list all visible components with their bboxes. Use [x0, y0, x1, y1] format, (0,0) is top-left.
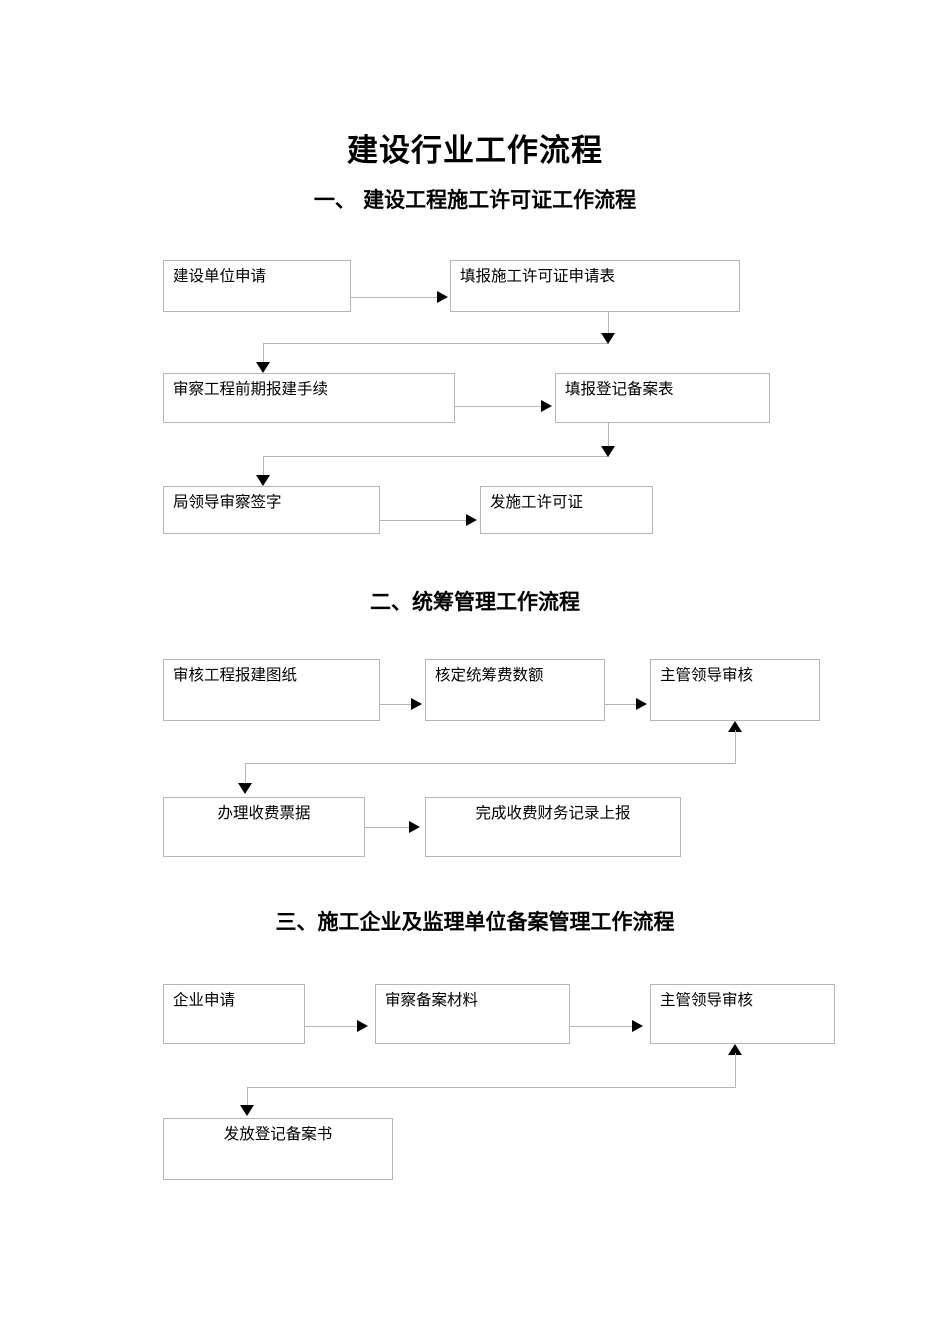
connector-branch-row3	[263, 456, 609, 457]
node-label: 办理收费票据	[217, 805, 311, 822]
flow2-node-核定统筹费数额[interactable]: 核定统筹费数额	[425, 659, 605, 721]
flow1-node-填报登记备案表[interactable]: 填报登记备案表	[555, 373, 770, 423]
connector-f3-n1-n2	[305, 1026, 359, 1027]
arrowhead-right-icon	[411, 698, 422, 710]
node-label: 主管领导审核	[660, 667, 754, 684]
node-label: 审察工程前期报建手续	[173, 381, 329, 398]
arrowhead-down-icon	[256, 362, 270, 373]
arrowhead-right-icon	[541, 400, 552, 412]
flow1-node-建设单位申请[interactable]: 建设单位申请	[163, 260, 351, 312]
flow1-node-填报施工许可证申请表[interactable]: 填报施工许可证申请表	[450, 260, 740, 312]
connector-down-to-n3	[263, 343, 264, 367]
connector-f3-horizontal	[247, 1087, 736, 1088]
node-label: 局领导审察签字	[173, 494, 282, 511]
arrowhead-right-icon	[357, 1020, 368, 1032]
node-label: 主管领导审核	[660, 992, 754, 1009]
section-1-title: 一、 建设工程施工许可证工作流程	[313, 188, 637, 212]
flow3-node-发放登记备案书[interactable]: 发放登记备案书	[163, 1118, 393, 1180]
node-label: 建设单位申请	[173, 268, 267, 285]
node-label: 核定统筹费数额	[435, 667, 544, 684]
arrowhead-down-icon	[256, 475, 270, 486]
connector-n5-n6	[380, 520, 468, 521]
node-label: 审察备案材料	[385, 992, 479, 1009]
arrowhead-right-icon	[437, 291, 448, 303]
arrowhead-down-icon	[601, 446, 615, 457]
connector-down-to-n5	[263, 456, 264, 480]
node-label: 发施工许可证	[490, 494, 584, 511]
node-label: 发放登记备案书	[223, 1126, 333, 1143]
flow1-node-局领导审察签字[interactable]: 局领导审察签字	[163, 486, 380, 534]
arrowhead-right-icon	[636, 698, 647, 710]
connector-f2-n2-n3	[605, 704, 638, 705]
connector-f3-up-into-n3	[735, 1053, 736, 1088]
arrowhead-right-icon	[466, 514, 477, 526]
connector-n1-n2	[351, 297, 439, 298]
connector-branch-row2	[263, 343, 609, 344]
connector-f2-horizontal	[245, 763, 736, 764]
node-label: 填报登记备案表	[565, 381, 674, 398]
node-label: 审核工程报建图纸	[173, 667, 298, 684]
flow2-node-审核工程报建图纸[interactable]: 审核工程报建图纸	[163, 659, 380, 721]
flow3-node-企业申请[interactable]: 企业申请	[163, 984, 305, 1044]
arrowhead-down-icon	[240, 1105, 254, 1116]
node-label: 完成收费财务记录上报	[475, 805, 631, 822]
connector-n2-down	[608, 312, 609, 344]
section-3-title: 三、施工企业及监理单位备案管理工作流程	[275, 910, 675, 934]
connector-f2-n4-n5	[365, 827, 411, 828]
flow3-node-审察备案材料[interactable]: 审察备案材料	[375, 984, 570, 1044]
page-title: 建设行业工作流程	[347, 133, 603, 169]
flow2-node-办理收费票据[interactable]: 办理收费票据	[163, 797, 365, 857]
connector-n3-n4	[455, 406, 543, 407]
connector-n4-down	[608, 423, 609, 456]
flow3-node-主管领导审核[interactable]: 主管领导审核	[650, 984, 835, 1044]
flow2-node-主管领导审核[interactable]: 主管领导审核	[650, 659, 820, 721]
connector-f2-n1-n2	[380, 704, 413, 705]
arrowhead-right-icon	[409, 821, 420, 833]
connector-f3-n2-n3	[570, 1026, 634, 1027]
arrowhead-up-icon	[728, 721, 742, 732]
arrowhead-up-icon	[728, 1044, 742, 1055]
flow1-node-发施工许可证[interactable]: 发施工许可证	[480, 486, 653, 534]
connector-f2-up-into-n3	[735, 730, 736, 764]
connector-f3-down-to-n4	[247, 1087, 248, 1109]
arrowhead-right-icon	[632, 1020, 643, 1032]
flow2-node-完成收费财务记录上报[interactable]: 完成收费财务记录上报	[425, 797, 681, 857]
node-label: 填报施工许可证申请表	[460, 268, 616, 285]
arrowhead-down-icon	[601, 333, 615, 344]
section-2-title: 二、统筹管理工作流程	[370, 590, 580, 614]
connector-f2-down-to-n4	[245, 763, 246, 787]
arrowhead-down-icon	[238, 783, 252, 794]
node-label: 企业申请	[173, 992, 236, 1009]
flow1-node-审察工程前期报建手续[interactable]: 审察工程前期报建手续	[163, 373, 455, 423]
